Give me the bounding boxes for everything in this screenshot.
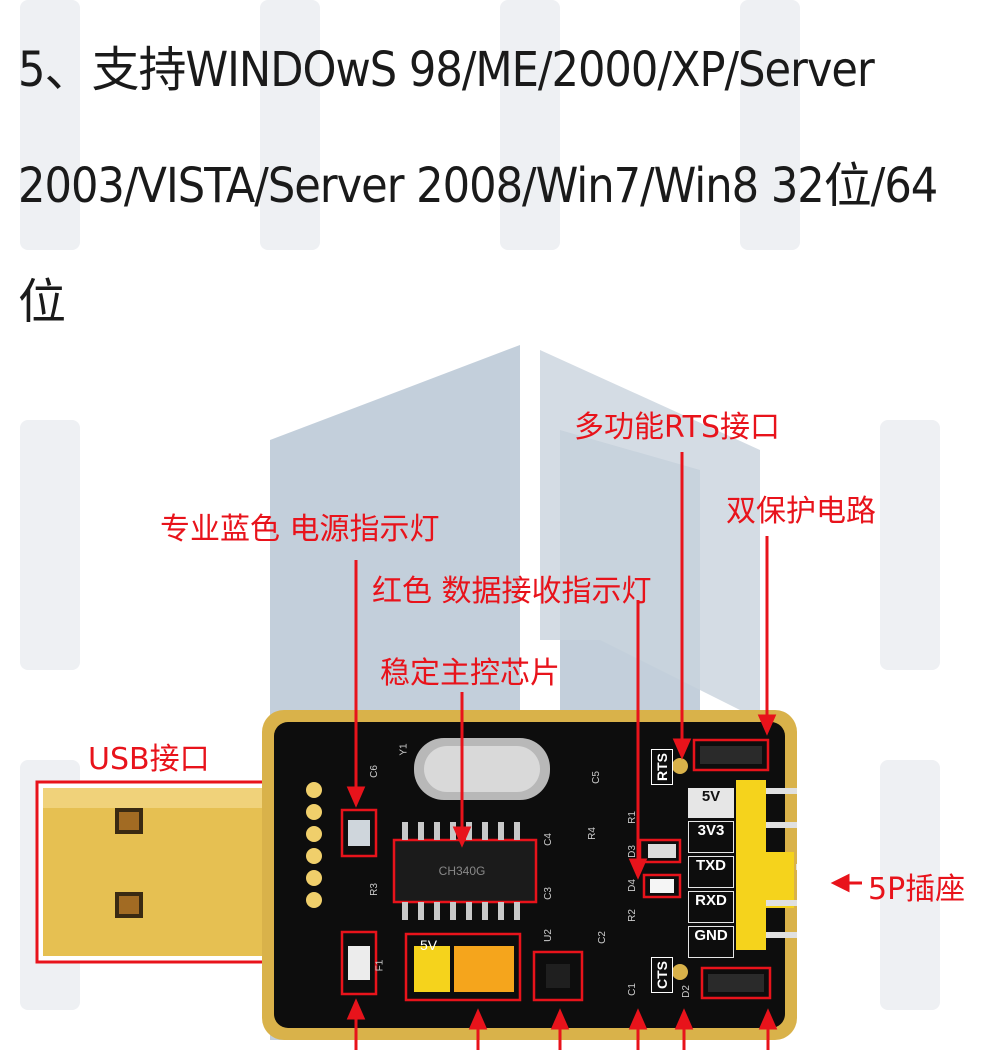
pin-label-3v3: 3V3 (688, 821, 734, 853)
chip-label: CH340G (439, 864, 486, 878)
pin-labels: 5V 3V3 TXD RXD GND (688, 788, 734, 958)
heading-line-1: 5、支持WINDOwS 98/ME/2000/XP/Server (18, 42, 875, 98)
heading-line-2: 2003/VISTA/Server 2008/Win7/Win8 32位/64 (18, 158, 938, 214)
label-rts-port: 多功能RTS接口 (574, 410, 781, 445)
pin-label-txd: TXD (688, 856, 734, 888)
pin-label-gnd: GND (688, 926, 734, 958)
label-5p-header: 5P插座 (868, 872, 966, 907)
heading-line-3: 位 (18, 274, 66, 330)
label-rx-led: 红色 数据接收指示灯 (372, 574, 652, 609)
pin-label-5v: 5V (688, 788, 734, 818)
jumper-5v-label: 5V (420, 937, 438, 953)
label-usb-port: USB接口 (88, 742, 210, 777)
label-main-chip: 稳定主控芯片 (380, 656, 560, 691)
label-power-led: 专业蓝色 电源指示灯 (160, 512, 440, 547)
pin-label-rxd: RXD (688, 891, 734, 923)
ch340g-board: CH340G 5V (262, 710, 797, 1040)
label-dual-protection: 双保护电路 (726, 494, 876, 529)
